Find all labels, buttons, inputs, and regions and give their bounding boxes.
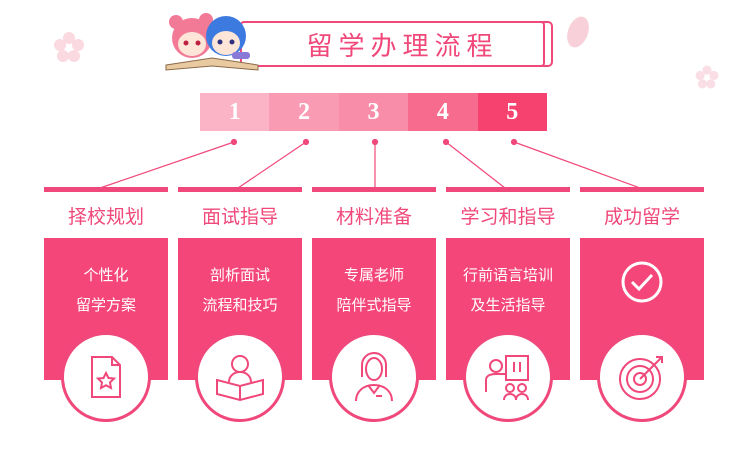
- step-desc: 行前语言培训: [462, 266, 553, 284]
- step-number: 3: [338, 93, 409, 131]
- banner-edge: [541, 21, 553, 67]
- connector-lines: [99, 138, 641, 189]
- step-number-bar: 1 2 3 4 5: [200, 93, 547, 131]
- kids-reading-illustration: [165, 13, 259, 71]
- step-number: 5: [477, 93, 547, 131]
- step-desc: 及生活指导: [470, 296, 546, 314]
- step-number: 4: [408, 93, 478, 131]
- step-desc: 陪伴式指导: [336, 296, 412, 314]
- target-icon: [619, 356, 663, 400]
- document-star-icon: [91, 356, 121, 398]
- step-card: 面试指导 剖析面试流程和技巧: [178, 187, 302, 422]
- reader-book-icon: [216, 355, 264, 402]
- step-desc: 流程和技巧: [202, 296, 278, 314]
- check-circle-icon: [621, 261, 663, 303]
- teacher-icon: [355, 352, 393, 402]
- sakura-flower-icon: [695, 65, 719, 89]
- step-desc: 个性化: [83, 266, 129, 284]
- step-desc: 剖析面试: [209, 266, 270, 284]
- step-title: 面试指导: [201, 205, 278, 228]
- step-title: 材料准备: [335, 205, 412, 228]
- step-desc: 留学方案: [75, 296, 136, 314]
- step-title: 成功留学: [603, 205, 680, 228]
- step-card: 学习和指导 行前语言培训及生活指导: [446, 187, 570, 422]
- page-title: 留学办理流程: [306, 31, 499, 62]
- step-desc: 专属老师: [343, 266, 404, 284]
- sakura-petal-icon: [567, 16, 589, 48]
- step-card: 择校规划 个性化留学方案: [44, 187, 168, 422]
- title-banner: 留学办理流程: [240, 21, 545, 67]
- presenter-icon: [485, 355, 529, 401]
- sakura-flower-icon: [54, 32, 84, 62]
- step-number: 1: [200, 93, 270, 131]
- step-title: 择校规划: [67, 205, 144, 228]
- step-title: 学习和指导: [460, 205, 556, 228]
- step-card: 成功留学: [580, 187, 704, 422]
- step-card: 材料准备 专属老师陪伴式指导: [312, 187, 436, 422]
- step-number: 2: [269, 93, 339, 131]
